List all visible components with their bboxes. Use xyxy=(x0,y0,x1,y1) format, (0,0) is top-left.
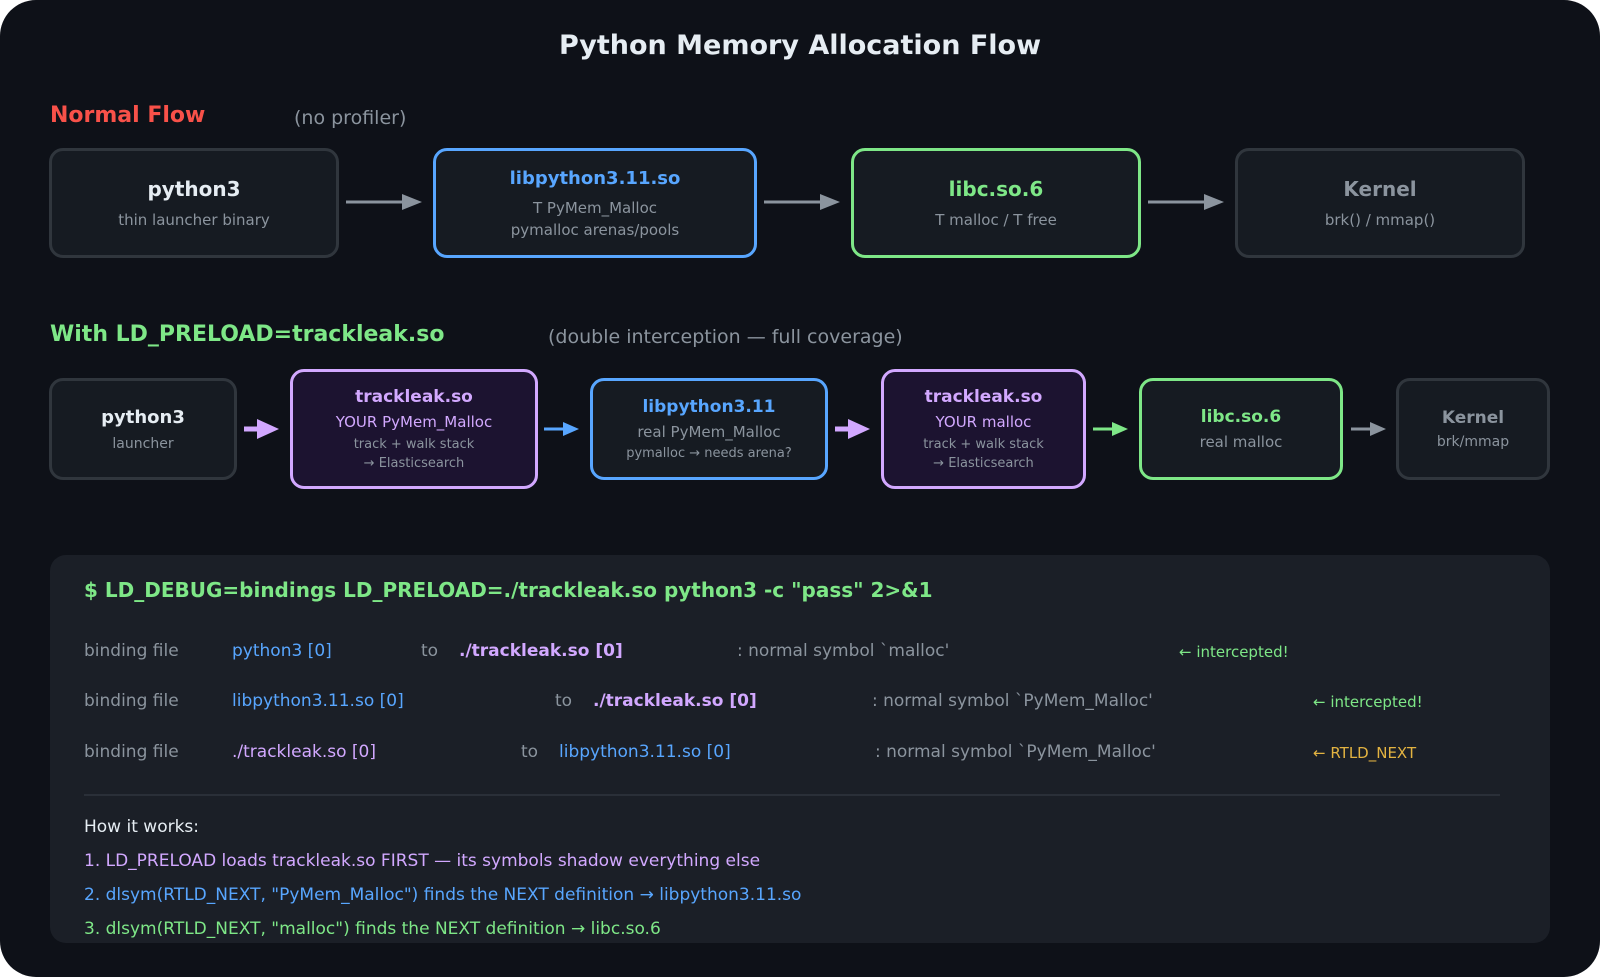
binding-prefix: binding file xyxy=(84,742,179,762)
node-line: real PyMem_Malloc xyxy=(637,423,781,441)
binding-symbol: : normal symbol `PyMem_Malloc' xyxy=(875,742,1156,762)
binding-to-word: to xyxy=(555,691,573,711)
binding-note: ← RTLD_NEXT xyxy=(1313,744,1417,762)
node-libc: libc.so.6 T malloc / T free xyxy=(851,148,1141,258)
binding-prefix: binding file xyxy=(84,691,179,711)
node-title: libpython3.11.so xyxy=(509,167,681,189)
node-line: pymalloc → needs arena? xyxy=(626,446,792,461)
node-python3: python3 thin launcher binary xyxy=(49,148,339,258)
arrow-icon xyxy=(1148,194,1224,210)
node-kernel-brk: Kernel brk/mmap xyxy=(1396,378,1550,480)
how-it-works-title: How it works: xyxy=(84,817,200,837)
normal-flow-note: (no profiler) xyxy=(294,107,407,129)
diagram-title: Python Memory Allocation Flow xyxy=(558,30,1042,61)
binding-note: ← intercepted! xyxy=(1179,643,1289,661)
node-title: python3 xyxy=(147,177,241,201)
binding-to-word: to xyxy=(421,641,439,661)
normal-flow-label: Normal Flow xyxy=(50,103,206,128)
node-trackleak-pymem: trackleak.so YOUR PyMem_Malloc track + w… xyxy=(290,369,538,489)
node-line: brk/mmap xyxy=(1436,434,1510,450)
arrow-icon xyxy=(346,194,422,210)
node-title: Kernel xyxy=(1441,408,1505,428)
node-line: T malloc / T free xyxy=(935,211,1057,229)
arrow-icon xyxy=(544,422,579,436)
node-title: python3 xyxy=(101,406,185,428)
node-title: libpython3.11 xyxy=(642,397,776,417)
node-line: brk() / mmap() xyxy=(1324,211,1436,229)
node-title: trackleak.so xyxy=(355,387,473,407)
binding-to-word: to xyxy=(521,742,539,762)
arrow-icon xyxy=(244,419,279,439)
divider xyxy=(84,794,1500,796)
node-line: thin launcher binary xyxy=(118,211,270,229)
binding-to: libpython3.11.so [0] xyxy=(559,742,731,762)
node-line: → Elasticsearch xyxy=(363,456,465,471)
preload-flow-label: With LD_PRELOAD=trackleak.so xyxy=(50,322,445,347)
node-line: pymalloc arenas/pools xyxy=(510,220,680,239)
arrow-icon xyxy=(1351,422,1386,436)
arrow-icon xyxy=(764,194,840,210)
node-trackleak-malloc: trackleak.so YOUR malloc track + walk st… xyxy=(881,369,1086,489)
node-line: → Elasticsearch xyxy=(933,456,1034,471)
binding-to: ./trackleak.so [0] xyxy=(593,691,757,711)
how-step: 2. dlsym(RTLD_NEXT, "PyMem_Malloc") find… xyxy=(84,885,802,905)
terminal-panel xyxy=(50,555,1550,943)
node-line: track + walk stack xyxy=(353,437,475,452)
node-line: T PyMem_Malloc xyxy=(532,198,658,217)
binding-to: ./trackleak.so [0] xyxy=(459,641,623,661)
binding-note: ← intercepted! xyxy=(1313,693,1423,711)
terminal-command: $ LD_DEBUG=bindings LD_PRELOAD=./trackle… xyxy=(84,578,933,602)
node-libc-real: libc.so.6 real malloc xyxy=(1139,378,1343,480)
binding-from: ./trackleak.so [0] xyxy=(232,742,376,762)
arrow-icon xyxy=(1093,422,1128,436)
node-title: libc.so.6 xyxy=(1200,407,1282,427)
binding-from: python3 [0] xyxy=(232,641,332,661)
node-line: track + walk stack xyxy=(923,437,1044,452)
node-libpython-real: libpython3.11 real PyMem_Malloc pymalloc… xyxy=(590,378,828,480)
node-python3-launcher: python3 launcher xyxy=(49,378,237,480)
node-title: trackleak.so xyxy=(924,387,1043,407)
binding-symbol: : normal symbol `PyMem_Malloc' xyxy=(872,691,1153,711)
node-libpython: libpython3.11.so T PyMem_Malloc pymalloc… xyxy=(433,148,757,258)
node-title: Kernel xyxy=(1343,177,1417,201)
binding-from: libpython3.11.so [0] xyxy=(232,691,404,711)
preload-flow-note: (double interception — full coverage) xyxy=(548,326,903,348)
how-step: 3. dlsym(RTLD_NEXT, "malloc") finds the … xyxy=(84,919,661,939)
arrow-icon xyxy=(835,419,870,439)
how-step: 1. LD_PRELOAD loads trackleak.so FIRST —… xyxy=(84,851,761,871)
node-line: YOUR PyMem_Malloc xyxy=(335,413,493,431)
node-line: launcher xyxy=(112,435,174,452)
binding-symbol: : normal symbol `malloc' xyxy=(737,641,950,661)
node-kernel: Kernel brk() / mmap() xyxy=(1235,148,1525,258)
node-title: libc.so.6 xyxy=(948,177,1044,201)
node-line: real malloc xyxy=(1199,433,1283,451)
binding-prefix: binding file xyxy=(84,641,179,661)
node-line: YOUR malloc xyxy=(935,413,1032,431)
